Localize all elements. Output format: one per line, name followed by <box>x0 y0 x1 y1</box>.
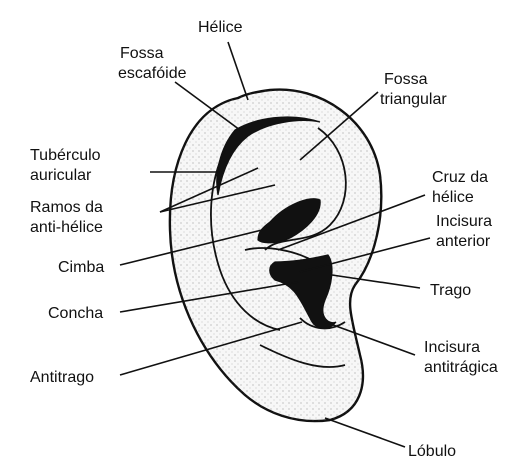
leader-antitrago <box>119 321 303 376</box>
label-lobulo: Lóbulo <box>408 443 456 460</box>
label-concha: Concha <box>48 305 103 322</box>
label-tuberculo-1: Tubérculo <box>30 147 101 164</box>
leader-ramos-2 <box>159 167 259 213</box>
label-fossa-triangular-2: triangular <box>380 91 447 108</box>
leader-concha <box>119 281 299 313</box>
helix-rim <box>216 116 321 196</box>
label-fossa-escafoide-2: escafóide <box>118 65 187 82</box>
antitragus-line <box>299 317 346 330</box>
lobule-line <box>259 344 346 368</box>
leader-incisura-anterior <box>299 237 431 273</box>
label-incisura-anterior-1: Incisura <box>436 213 492 230</box>
label-trago: Trago <box>430 282 471 299</box>
label-incisura-antitragica-2: antitrágica <box>424 359 498 376</box>
label-incisura-antitragica-1: Incisura <box>424 339 480 356</box>
tragus-notch-dark <box>269 254 337 329</box>
ear-stipple-shading <box>169 89 382 422</box>
label-tuberculo-2: auricular <box>30 167 92 184</box>
label-helice: Hélice <box>198 19 243 36</box>
leader-helice <box>227 41 249 101</box>
label-cimba: Cimba <box>58 259 104 276</box>
leader-cimba <box>119 229 263 266</box>
antihelix-line <box>210 149 281 331</box>
leader-cruz <box>277 194 426 251</box>
label-fossa-escafoide-1: Fossa <box>120 45 164 62</box>
label-incisura-anterior-2: anterior <box>436 233 491 250</box>
leader-trago <box>331 274 421 289</box>
leader-fossa-triangular <box>299 91 379 161</box>
label-ramos-2: anti-hélice <box>30 219 103 236</box>
leader-ramos-1 <box>159 184 276 213</box>
label-antitrago: Antitrago <box>30 369 94 386</box>
antihelix-inner-line <box>264 127 347 251</box>
label-cruz-1: Cruz da <box>432 169 488 186</box>
cymba-dark <box>257 198 321 244</box>
ear-illustration <box>168 88 383 423</box>
label-ramos-1: Ramos da <box>30 199 103 216</box>
leader-lines <box>119 41 431 448</box>
labels: Hélice Fossa escafóide Fossa triangular … <box>30 19 498 460</box>
leader-incisura-antitragica <box>324 321 416 356</box>
label-fossa-triangular-1: Fossa <box>384 71 428 88</box>
leader-lobulo <box>324 417 406 448</box>
leader-fossa-escafoide <box>174 81 241 131</box>
label-cruz-2: hélice <box>432 189 474 206</box>
